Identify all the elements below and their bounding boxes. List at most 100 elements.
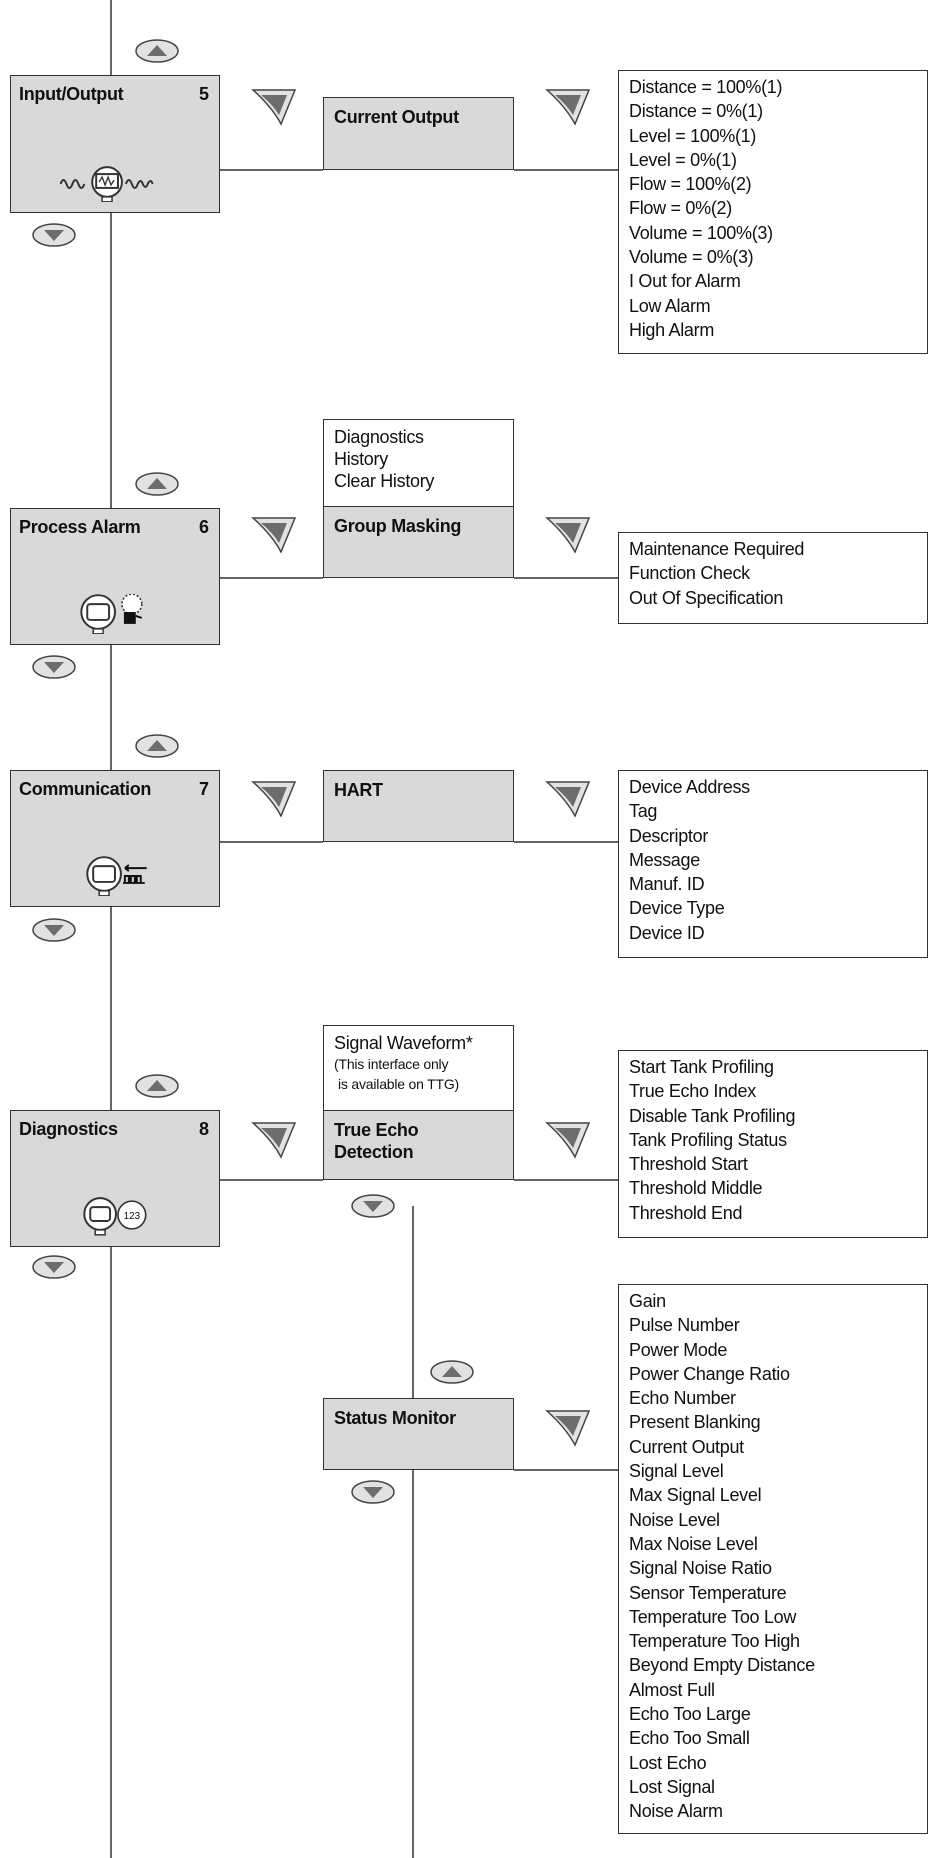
submenu-true-echo-detection[interactable]: True Echo Detection xyxy=(323,1110,514,1180)
enter-button[interactable] xyxy=(251,781,297,818)
enter-arrow-icon xyxy=(261,523,287,543)
option-item[interactable]: Device Type xyxy=(629,898,725,919)
down-button[interactable] xyxy=(351,1480,395,1504)
module-communication[interactable]: Communication 7 xyxy=(10,770,220,907)
down-button[interactable] xyxy=(32,223,76,247)
option-item[interactable]: Threshold Start xyxy=(629,1154,748,1175)
extra-item[interactable]: Signal Waveform* xyxy=(334,1033,473,1053)
enter-arrow-icon xyxy=(555,1128,581,1148)
option-item[interactable]: Power Mode xyxy=(629,1339,728,1360)
down-button[interactable] xyxy=(32,918,76,942)
up-button[interactable] xyxy=(135,734,179,758)
enter-button[interactable] xyxy=(251,89,297,126)
submenu-hart[interactable]: HART xyxy=(323,770,514,842)
down-button[interactable] xyxy=(32,655,76,679)
option-item[interactable]: Max Signal Level xyxy=(629,1485,762,1506)
module-diagnostics[interactable]: Diagnostics 8 123 xyxy=(10,1110,220,1247)
option-item[interactable]: Device Address xyxy=(629,777,750,797)
option-item[interactable]: Tag xyxy=(629,801,658,822)
enter-button[interactable] xyxy=(545,1122,591,1159)
extra-note: is available on TTG) xyxy=(338,1076,460,1092)
option-item[interactable]: Threshold Middle xyxy=(629,1178,763,1199)
triangle-up-icon xyxy=(147,45,167,56)
option-item[interactable]: Device ID xyxy=(629,922,705,943)
module-input-output[interactable]: Input/Output 5 xyxy=(10,75,220,213)
submenu-label: True Echo Detection xyxy=(334,1119,419,1163)
enter-button[interactable] xyxy=(545,1410,591,1447)
option-item[interactable]: Noise Alarm xyxy=(629,1801,723,1822)
option-item[interactable]: Present Blanking xyxy=(629,1412,761,1433)
enter-button[interactable] xyxy=(251,1122,297,1159)
option-item[interactable]: Temperature Too High xyxy=(629,1631,800,1652)
option-item[interactable]: Threshold End xyxy=(629,1202,743,1223)
option-item[interactable]: Manuf. ID xyxy=(629,874,705,895)
option-item[interactable]: Flow = 0%(2) xyxy=(629,198,732,219)
option-item[interactable]: Volume = 100%(3) xyxy=(629,222,773,243)
option-item[interactable]: Temperature Too Low xyxy=(629,1606,797,1627)
option-item[interactable]: Level = 0%(1) xyxy=(629,149,737,170)
extra-item[interactable]: Clear History xyxy=(334,471,435,491)
option-item[interactable]: High Alarm xyxy=(629,319,715,340)
icon-label: 123 xyxy=(124,1211,141,1222)
enter-button[interactable] xyxy=(545,517,591,554)
up-button[interactable] xyxy=(135,1074,179,1098)
submenu-group-masking[interactable]: Group Masking xyxy=(323,506,514,578)
module-process-alarm[interactable]: Process Alarm 6 xyxy=(10,508,220,645)
option-item[interactable]: Signal Noise Ratio xyxy=(629,1558,772,1579)
triangle-down-icon xyxy=(44,925,64,936)
submenu-status-monitor[interactable]: Status Monitor xyxy=(323,1398,514,1470)
option-item[interactable]: I Out for Alarm xyxy=(629,271,741,292)
extra-item[interactable]: Diagnostics xyxy=(334,427,424,447)
option-item[interactable]: Lost Signal xyxy=(629,1776,715,1797)
triangle-down-icon xyxy=(44,1262,64,1273)
option-item[interactable]: Tank Profiling Status xyxy=(629,1129,787,1150)
option-item[interactable]: Beyond Empty Distance xyxy=(629,1655,815,1676)
option-item[interactable]: True Echo Index xyxy=(629,1081,756,1102)
triangle-down-icon xyxy=(44,662,64,673)
down-button[interactable] xyxy=(351,1194,395,1218)
up-button[interactable] xyxy=(135,39,179,63)
option-item[interactable]: Almost Full xyxy=(629,1679,715,1700)
option-item[interactable]: Current Output xyxy=(629,1436,744,1457)
enter-button[interactable] xyxy=(251,517,297,554)
option-item[interactable]: Message xyxy=(629,849,700,870)
option-item[interactable]: Power Change Ratio xyxy=(629,1363,790,1384)
option-item[interactable]: Max Noise Level xyxy=(629,1533,758,1554)
down-button[interactable] xyxy=(32,1255,76,1279)
option-item[interactable]: Disable Tank Profiling xyxy=(629,1105,796,1126)
option-item[interactable]: Echo Too Large xyxy=(629,1704,751,1725)
up-button[interactable] xyxy=(135,472,179,496)
option-item[interactable]: Noise Level xyxy=(629,1509,720,1530)
option-item[interactable]: Level = 100%(1) xyxy=(629,125,757,146)
option-item[interactable]: Maintenance Required xyxy=(629,539,805,559)
option-item[interactable]: Sensor Temperature xyxy=(629,1582,787,1603)
up-button[interactable] xyxy=(430,1360,474,1384)
enter-arrow-icon xyxy=(555,1416,581,1436)
enter-arrow-icon xyxy=(555,787,581,807)
option-item[interactable]: Distance = 100%(1) xyxy=(629,77,783,97)
option-item[interactable]: Distance = 0%(1) xyxy=(629,101,763,122)
option-item[interactable]: Start Tank Profiling xyxy=(629,1057,774,1077)
module-title: Process Alarm xyxy=(19,517,141,537)
option-item[interactable]: Volume = 0%(3) xyxy=(629,247,754,268)
option-item[interactable]: Pulse Number xyxy=(629,1315,740,1336)
enter-button[interactable] xyxy=(545,89,591,126)
option-item[interactable]: Function Check xyxy=(629,563,750,584)
module-title: Input/Output xyxy=(19,84,124,104)
option-item[interactable]: Echo Number xyxy=(629,1388,736,1409)
option-item[interactable]: Gain xyxy=(629,1291,666,1311)
submenu-current-output[interactable]: Current Output xyxy=(323,97,514,170)
enter-button[interactable] xyxy=(545,781,591,818)
extra-note: (This interface only xyxy=(334,1056,449,1072)
option-item[interactable]: Lost Echo xyxy=(629,1752,707,1773)
option-item[interactable]: Low Alarm xyxy=(629,295,711,316)
option-item[interactable]: Flow = 100%(2) xyxy=(629,174,752,195)
option-item[interactable]: Descriptor xyxy=(629,825,709,846)
option-item[interactable]: Out Of Specification xyxy=(629,587,784,608)
submenu-label-line: Detection xyxy=(334,1142,414,1162)
option-item[interactable]: Echo Too Small xyxy=(629,1728,750,1749)
display-123-icon: 123 xyxy=(83,1197,147,1236)
connector-lines xyxy=(110,0,618,1858)
option-item[interactable]: Signal Level xyxy=(629,1461,724,1482)
extra-item[interactable]: History xyxy=(334,449,388,469)
